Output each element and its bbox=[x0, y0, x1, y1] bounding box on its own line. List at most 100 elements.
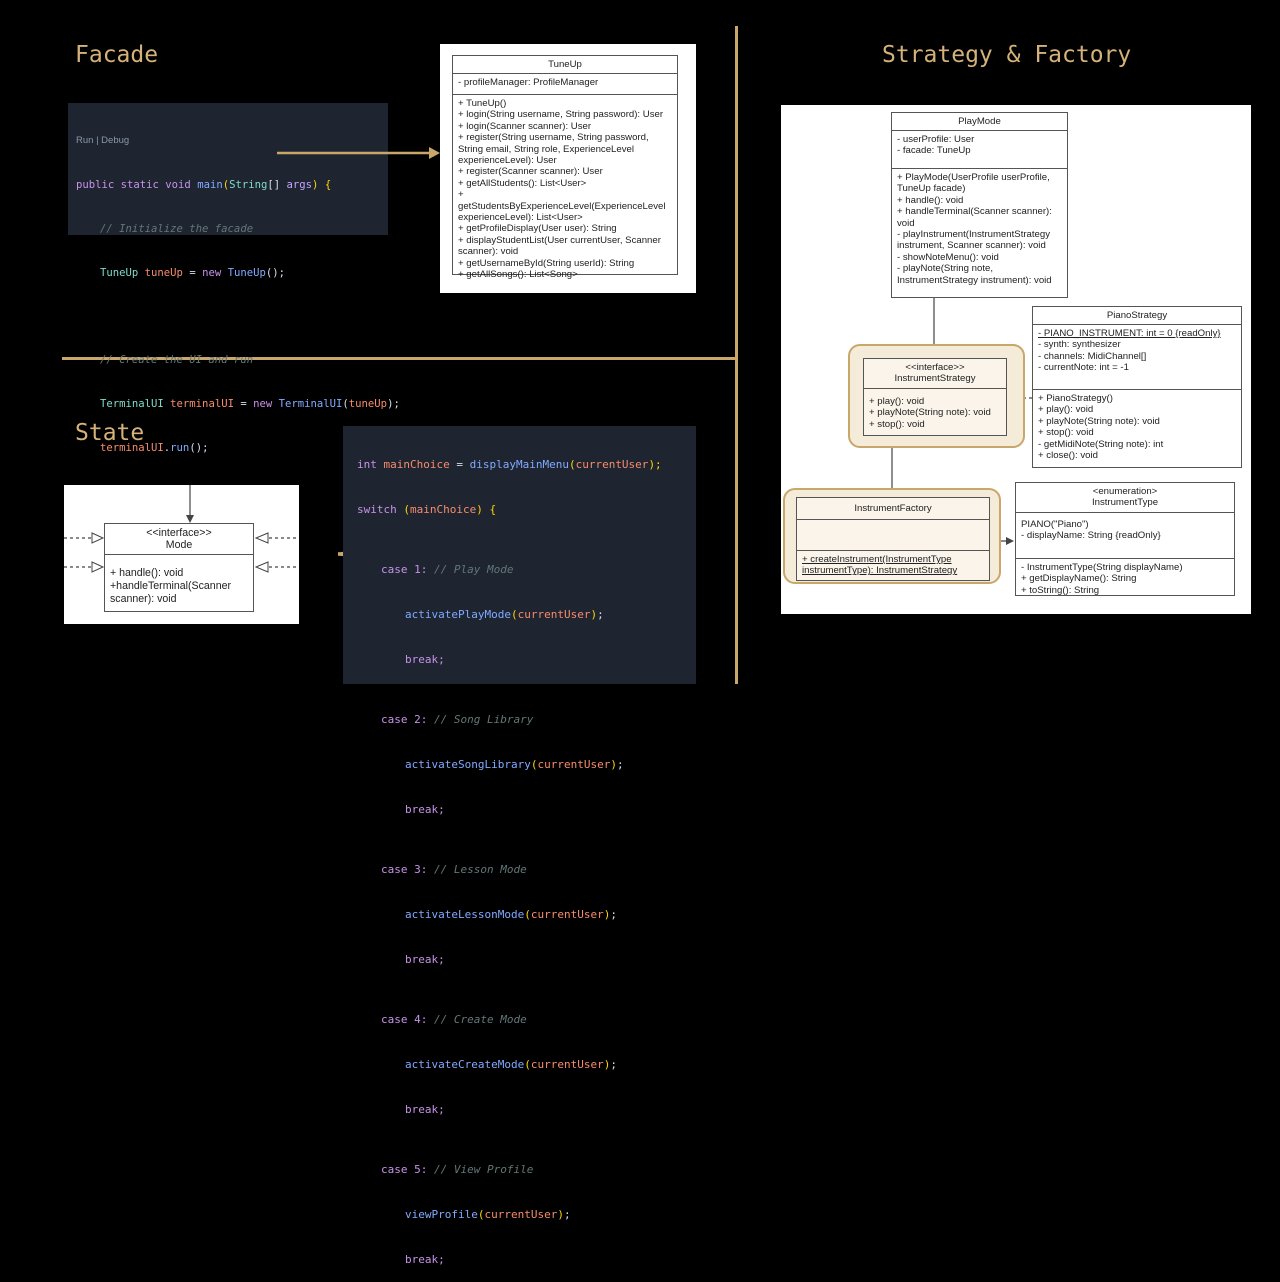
method: + stop(): void bbox=[1038, 427, 1094, 439]
code-line: switch (mainChoice) { bbox=[357, 503, 497, 516]
class-name: TuneUp bbox=[453, 56, 677, 74]
interface-header: <<interface>> Mode bbox=[105, 524, 253, 555]
break-line: break; bbox=[405, 953, 445, 966]
code-line: TerminalUI terminalUI = new TerminalUI(t… bbox=[100, 397, 400, 410]
case-line: case 1: // Play Mode bbox=[381, 563, 514, 576]
class-name: InstrumentStrategy bbox=[894, 373, 976, 385]
horizontal-divider bbox=[62, 357, 736, 360]
class-name: Mode bbox=[165, 539, 193, 551]
method: +handleTerminal(Scanner bbox=[110, 580, 232, 592]
call-line: activatePlayMode(currentUser); bbox=[405, 608, 604, 621]
method: + PlayMode(UserProfile userProfile, bbox=[897, 172, 1050, 183]
tuneup-class: TuneUp - profileManager: ProfileManager … bbox=[452, 55, 678, 280]
attribute: - currentNote: int = -1 bbox=[1038, 362, 1129, 374]
call-line: activateLessonMode(currentUser); bbox=[405, 908, 617, 921]
attribute: - channels: MidiChannel[] bbox=[1038, 350, 1147, 362]
strategy-factory-heading: Strategy & Factory bbox=[882, 42, 1132, 68]
method: + handle(): void bbox=[897, 194, 964, 206]
attribute: - PIANO_INSTRUMENT: int = 0 {readOnly} bbox=[1038, 328, 1221, 339]
method: + getStudentsByExperienceLevel(Experienc… bbox=[458, 189, 666, 212]
methods-section: + PlayMode(UserProfile userProfile, Tune… bbox=[892, 169, 1067, 289]
method: + playNote(String note): void bbox=[869, 407, 991, 419]
case-line: case 3: // Lesson Mode bbox=[381, 863, 527, 876]
code-line: int mainChoice = displayMainMenu(current… bbox=[357, 458, 662, 471]
instrumentfactory-class: InstrumentFactory + createInstrument(Ins… bbox=[796, 497, 990, 581]
facade-code-snippet: Run | Debug public static void main(Stri… bbox=[68, 103, 400, 497]
case-line: case 5: // View Profile bbox=[381, 1163, 534, 1176]
instrumentstrategy-interface: <<interface>> InstrumentStrategy + play(… bbox=[863, 358, 1007, 436]
call-line: viewProfile(currentUser); bbox=[405, 1208, 571, 1221]
attributes-section: - PIANO_INSTRUMENT: int = 0 {readOnly} -… bbox=[1033, 325, 1241, 390]
class-name: InstrumentType bbox=[1091, 497, 1159, 509]
class-name: InstrumentFactory bbox=[797, 498, 989, 520]
attributes-section: PIANO("Piano") - displayName: String {re… bbox=[1016, 513, 1234, 559]
vertical-divider bbox=[735, 26, 738, 684]
methods-section: + play(): void + playNote(String note): … bbox=[864, 389, 1006, 433]
attribute: - facade: TuneUp bbox=[897, 145, 971, 157]
method: + register(String username, String passw… bbox=[458, 132, 649, 144]
call-line: activateSongLibrary(currentUser); bbox=[405, 758, 624, 771]
method: + login(String username, String password… bbox=[458, 109, 664, 121]
class-name: PianoStrategy bbox=[1033, 307, 1241, 325]
attribute: - userProfile: User bbox=[897, 134, 975, 145]
code-line: terminalUI.run(); bbox=[100, 441, 209, 454]
method: instrument, Scanner scanner): void bbox=[897, 240, 1046, 252]
method: + toString(): String bbox=[1021, 584, 1100, 596]
method: experienceLevel): List<User> bbox=[458, 212, 583, 224]
method: + login(Scanner scanner): User bbox=[458, 120, 592, 132]
method: scanner): void bbox=[458, 246, 519, 258]
method: + playNote(String note): void bbox=[1038, 415, 1160, 427]
attributes-section: - userProfile: User - facade: TuneUp bbox=[892, 131, 1067, 169]
break-line: break; bbox=[405, 1253, 445, 1266]
attribute: - displayName: String {readOnly} bbox=[1021, 530, 1161, 542]
break-line: break; bbox=[405, 803, 445, 816]
method: - playNote(String note, bbox=[897, 263, 993, 275]
facade-arrow bbox=[277, 147, 440, 159]
call-line: activateCreateMode(currentUser); bbox=[405, 1058, 617, 1071]
method: TuneUp facade) bbox=[897, 183, 966, 195]
methods-section: + PianoStrategy() + play(): void + playN… bbox=[1033, 390, 1241, 464]
method: + handleTerminal(Scanner scanner): bbox=[897, 206, 1052, 218]
playmode-class: PlayMode - userProfile: User - facade: T… bbox=[891, 112, 1068, 298]
method: void bbox=[897, 217, 915, 229]
attribute: - profileManager: ProfileManager bbox=[458, 77, 599, 88]
method: - InstrumentType(String displayName) bbox=[1021, 561, 1183, 573]
facade-heading: Facade bbox=[75, 42, 159, 68]
method: - playInstrument(InstrumentStrategy bbox=[897, 229, 1051, 241]
stereotype: <<interface>> bbox=[905, 362, 965, 373]
code-blank-line bbox=[76, 309, 380, 324]
methods-section: - InstrumentType(String displayName) + g… bbox=[1016, 559, 1234, 599]
method: - showNoteMenu(): void bbox=[897, 251, 999, 263]
method: + getAllSongs(): List<Song> bbox=[458, 269, 578, 281]
method: + createInstrument(InstrumentType bbox=[802, 554, 952, 565]
enum-constant: PIANO("Piano") bbox=[1021, 518, 1089, 530]
code-line: TuneUp tuneUp = new TuneUp(); bbox=[100, 266, 286, 279]
method: + displayStudentList(User currentUser, S… bbox=[458, 234, 661, 246]
code-comment: // Initialize the facade bbox=[100, 222, 254, 235]
break-line: break; bbox=[405, 653, 445, 666]
attribute: - synth: synthesizer bbox=[1038, 339, 1121, 351]
methods-section: + TuneUp() + login(String username, Stri… bbox=[453, 95, 677, 284]
method: + stop(): void bbox=[869, 418, 925, 430]
code-line: public static void main(String[] args) { bbox=[76, 178, 332, 191]
method: experienceLevel): User bbox=[458, 155, 557, 167]
method: + close(): void bbox=[1038, 450, 1098, 462]
attributes-section: - profileManager: ProfileManager bbox=[453, 74, 677, 95]
methods-section: + handle(): void +handleTerminal(Scanner… bbox=[105, 555, 253, 609]
stereotype: <<interface>> bbox=[146, 527, 212, 539]
method: + handle(): void bbox=[110, 567, 184, 579]
methods-section: + createInstrument(InstrumentType instru… bbox=[797, 551, 989, 580]
state-code-snippet: int mainChoice = displayMainMenu(current… bbox=[343, 426, 696, 1266]
method: + getProfileDisplay(User user): String bbox=[458, 223, 617, 235]
method: scanner): void bbox=[110, 593, 177, 605]
method: + getAllStudents(): List<User> bbox=[458, 177, 587, 189]
method: + getDisplayName(): String bbox=[1021, 573, 1137, 585]
stereotype: <enumeration> bbox=[1092, 486, 1158, 497]
pianostrategy-class: PianoStrategy - PIANO_INSTRUMENT: int = … bbox=[1032, 306, 1242, 468]
interface-header: <<interface>> InstrumentStrategy bbox=[864, 359, 1006, 389]
method: instrumentType): InstrumentStrategy bbox=[802, 565, 958, 577]
code-lens[interactable]: Run | Debug bbox=[76, 135, 130, 147]
instrumenttype-enum: <enumeration> InstrumentType PIANO("Pian… bbox=[1015, 482, 1235, 596]
code-comment: // Create the UI and run bbox=[100, 354, 254, 367]
method: + play(): void bbox=[1038, 404, 1094, 416]
